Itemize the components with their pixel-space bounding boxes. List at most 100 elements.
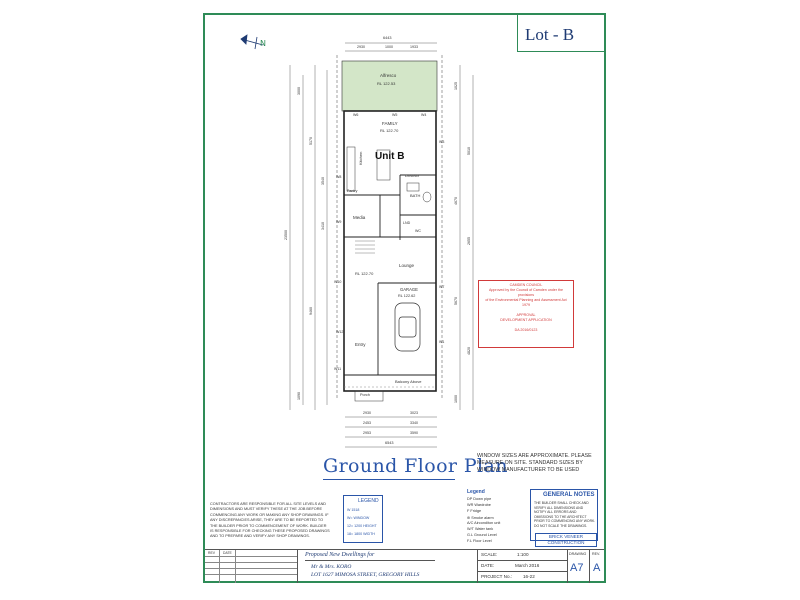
title-block: REV DATE Proposed New Dwellings for Mr &… xyxy=(205,549,604,583)
dim-left-5: 9460 xyxy=(309,307,313,315)
dim-bottom-total: 6543 xyxy=(385,441,394,445)
stamp-line: of the Environmental Planning and Assess… xyxy=(485,298,567,307)
key-item: F.L Floor Level xyxy=(467,539,492,543)
dim-top-3: 1933 xyxy=(410,45,418,49)
dim-left-4: 3410 xyxy=(321,222,325,230)
legend-item: 12= 1200 HEIGHT xyxy=(347,524,377,528)
dim-right-1: 1025 xyxy=(454,82,458,90)
plan-title-underline xyxy=(323,479,455,480)
dim-bottom-r3-b: 3590 xyxy=(410,431,418,435)
dim-left-3: 3540 xyxy=(321,177,325,185)
general-notes: GENERAL NOTES THE BUILDER SHALL CHECK AN… xyxy=(530,489,598,541)
dim-bottom-r2-a: 2453 xyxy=(363,421,371,425)
council-stamp: CAMDEN COUNCIL Approved by the Council o… xyxy=(478,280,574,348)
lot-title-underline xyxy=(517,51,605,52)
tb-date-value: March 2016 xyxy=(515,563,540,568)
dim-bottom-r3-a: 2953 xyxy=(363,431,371,435)
legend-title: LEGEND xyxy=(358,498,379,504)
building-outline xyxy=(343,110,437,392)
dim-right-4: 2655 xyxy=(467,237,471,245)
legend-item: 18= 1800 WIDTH xyxy=(347,532,375,536)
key-item: WR Wardrobe xyxy=(467,503,491,507)
dim-top-1: 2930 xyxy=(357,45,365,49)
dim-left-6: 1090 xyxy=(297,392,301,400)
tb-rev-label: REV. xyxy=(592,552,601,556)
tb-drawing-value: A7 xyxy=(570,562,584,574)
window-tag: W1 xyxy=(439,340,445,344)
room-level-alfresco: RL 122.53 xyxy=(377,81,396,86)
key-item: ⊛ Smoke alarm xyxy=(467,516,494,520)
window-tag: W8 xyxy=(336,175,342,179)
room-label-lndry: LND xyxy=(403,221,411,225)
window-tag: W7 xyxy=(439,285,445,289)
room-label-kitchen: Kitchen xyxy=(358,151,363,165)
stamp-line: DA 2016/0123 xyxy=(514,328,538,332)
key-item: F Fridge xyxy=(467,509,482,513)
room-label-dining: DINING xyxy=(405,173,419,178)
dim-top-2: 1000 xyxy=(385,45,393,49)
room-label-porch: Porch xyxy=(360,393,370,397)
dim-left-total: 23500 xyxy=(284,230,288,240)
dim-bottom-r1-b: 3023 xyxy=(410,411,418,415)
tb-project-label: PROJECT No.: xyxy=(481,574,513,579)
north-arrow-icon xyxy=(240,34,264,50)
dim-left-2: 5170 xyxy=(309,137,313,145)
room-label-wc: WC xyxy=(415,229,421,233)
drawing-sheet: Lot - B N xyxy=(203,13,606,583)
window-tag: W4 xyxy=(421,113,427,117)
room-label-family: FAMILY xyxy=(382,121,398,126)
alfresco-area xyxy=(341,60,438,112)
dim-left-1: 3000 xyxy=(297,87,301,95)
rev-col-label: REV xyxy=(208,551,215,555)
tb-proposed: Proposed New Dwellings for xyxy=(305,552,375,558)
room-label-alfresco: Alfresco xyxy=(380,73,397,78)
lot-title-divider xyxy=(517,15,518,51)
key-item: G.L Ground Level xyxy=(467,533,497,537)
dim-right-5: 5670 xyxy=(454,297,458,305)
revision-table: REV DATE xyxy=(205,550,298,583)
dim-right-7: 1000 xyxy=(454,395,458,403)
lot-title: Lot - B xyxy=(525,25,575,44)
room-level-lounge: RL 122.70 xyxy=(355,271,374,276)
rev-col-label: DATE xyxy=(223,551,232,555)
key-item: W/T Water tank xyxy=(467,527,494,531)
legend-item: W= WINDOW xyxy=(347,516,370,520)
window-size-note: WINDOW SIZES ARE APPROXIMATE. PLEASE MEA… xyxy=(477,453,592,473)
tb-project-value: 16-22 xyxy=(523,574,535,579)
notes-text: THE BUILDER SHALL CHECK AND VERIFY ALL D… xyxy=(534,501,596,528)
window-legend: LEGEND W 1518 W= WINDOW 12= 1200 HEIGHT … xyxy=(343,495,383,543)
window-tag: W11 xyxy=(334,367,342,371)
room-label-entry: Entry xyxy=(355,342,366,347)
dim-right-2: 5010 xyxy=(467,147,471,155)
floor-plan-drawing: N xyxy=(240,34,474,448)
contractor-note: CONTRACTORS ARE RESPONSIBLE FOR ALL SITE… xyxy=(210,502,330,539)
room-label-garage: GARAGE xyxy=(400,287,418,292)
room-label-lounge: Lounge xyxy=(399,263,415,268)
window-tag: W12 xyxy=(336,330,344,334)
tb-address: LOT 1627 MIMOSA STREET, GREGORY HILLS xyxy=(311,572,420,578)
window-tag: W6 xyxy=(353,113,359,117)
car-icon xyxy=(394,302,421,352)
room-label-pantry: Pantry xyxy=(347,189,358,193)
north-label: N xyxy=(260,39,266,48)
tb-client: Mr & Mrs. KORO xyxy=(311,564,352,570)
tb-rev-value: A xyxy=(593,562,601,574)
stamp-line: DEVELOPMENT APPLICATION xyxy=(500,318,552,322)
dim-right-6: 4820 xyxy=(467,347,471,355)
stamp-line: APPROVAL xyxy=(516,313,536,317)
room-label-media: Media xyxy=(353,215,366,220)
legend-item: W 1518 xyxy=(347,508,360,512)
unit-label: Unit B xyxy=(375,151,405,162)
dim-top-total: 6443 xyxy=(383,36,392,40)
stamp-line: CAMDEN COUNCIL xyxy=(509,283,543,287)
room-label-bath: BATH xyxy=(410,193,421,198)
dim-bottom-r1-a: 2930 xyxy=(363,411,371,415)
window-tag: W5 xyxy=(392,113,398,117)
tb-scale-value: 1:100 xyxy=(517,552,529,557)
notes-title: GENERAL NOTES xyxy=(543,492,595,498)
tb-scale-label: SCALE: xyxy=(481,552,498,557)
key-item: DP Down pipe xyxy=(467,497,492,501)
window-tag: W10 xyxy=(334,280,342,284)
dim-right-3: 4670 xyxy=(454,197,458,205)
tb-date-label: DATE: xyxy=(481,563,495,568)
